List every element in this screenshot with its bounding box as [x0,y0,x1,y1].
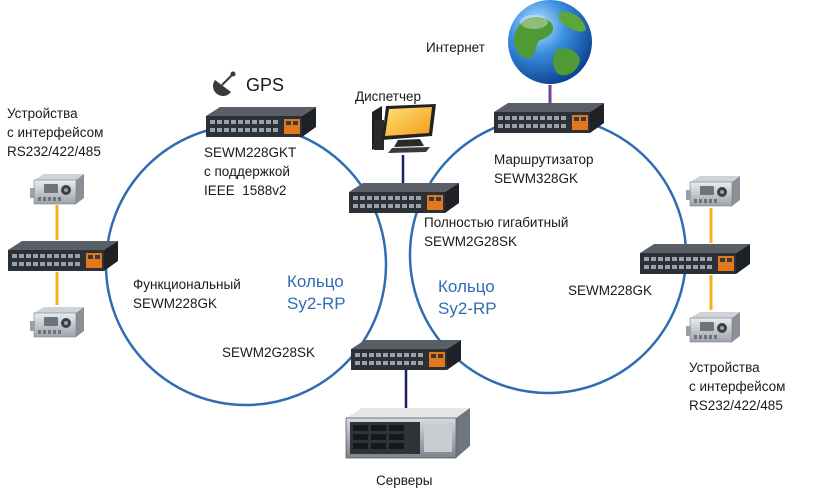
serial-device-icon [686,311,741,343]
router-label-line1: Маршрутизатор [494,152,594,167]
bottom-switch-label: SEWM2G28SK [222,345,315,360]
ring-right-label-line1: Кольцо [438,277,495,296]
functional-label-line1: Функциональный [133,277,241,292]
gkt-label-line2: с поддержкой [204,164,290,179]
internet-label: Интернет [426,40,485,55]
devices-right-line2: с интерфейсом [689,379,785,394]
gkt-label-line1: SEWM228GKT [204,145,296,160]
switch-router-sewm328gk [494,103,604,133]
functional-label-line2: SEWM228GK [133,296,217,311]
serial-device-icon [686,175,741,207]
gps-label: GPS [246,75,284,95]
server-rack-icon [345,408,470,459]
servers-label: Серверы [376,473,433,488]
computer-icon [372,104,436,153]
gigabit-label-line1: Полностью гигабитный [424,215,568,230]
dispatcher-label: Диспетчер [355,89,421,104]
globe-icon [508,0,592,84]
satellite-dish-icon [213,71,236,96]
devices-left-line1: Устройства [7,106,78,121]
devices-right-line3: RS232/422/485 [689,398,783,413]
switch-right-sewm228gk [640,244,750,274]
serial-device-icon [30,306,85,338]
ring-right-label-line2: Sy2-RP [438,299,497,318]
ring-left-label-line1: Кольцо [287,272,344,291]
ring-left-label-line2: Sy2-RP [287,294,346,313]
right-switch-label: SEWM228GK [568,283,652,298]
gkt-label-line3: IEEE 1588v2 [204,183,287,198]
switch-sewm228gkt [206,107,316,137]
serial-device-icon [30,173,85,205]
router-label-line2: SEWM328GK [494,171,578,186]
switch-functional-sewm228gk [8,241,118,271]
devices-left-line2: с интерфейсом [7,125,103,140]
gigabit-label-line2: SEWM2G28SK [424,234,517,249]
devices-right-line1: Устройства [689,360,760,375]
devices-left-line3: RS232/422/485 [7,144,101,159]
switch-sewm2g28sk-gigabit [349,183,459,213]
switch-sewm2g28sk-bottom [351,340,461,370]
